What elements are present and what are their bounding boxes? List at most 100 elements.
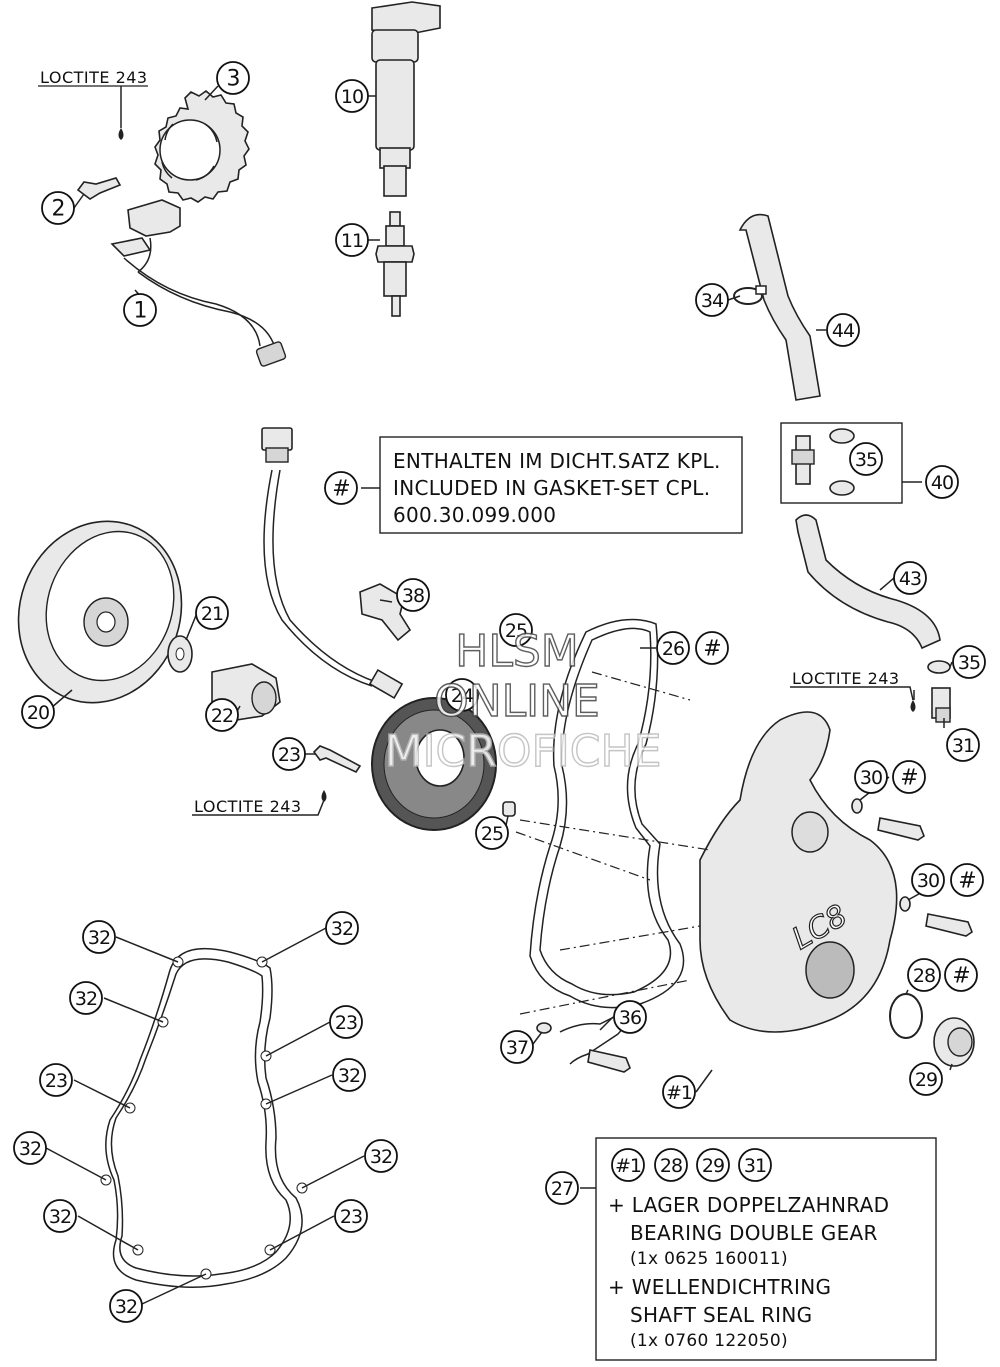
- callout-g32d: 32: [332, 1058, 366, 1092]
- ignition-coil-part-10: [371, 1, 441, 197]
- callout-c11-number: 11: [341, 230, 363, 252]
- cover-bolts-part-30: [851, 798, 973, 937]
- callout-g32b-circle: [325, 911, 359, 945]
- flywheel-rotor-part-20: [17, 520, 183, 704]
- gasket-note-marker-circle: [324, 471, 358, 505]
- callout-c25b-number: 25: [481, 823, 503, 845]
- callout-c10: 10: [335, 79, 369, 113]
- callout-c44: 44: [826, 313, 860, 347]
- loctite-text: LOCTITE 243: [792, 669, 900, 688]
- callout-c25a: 25: [499, 613, 533, 647]
- callout-c30ah: #: [892, 760, 926, 794]
- callout-c24-circle: [445, 678, 479, 712]
- callout-c28h-number: #: [952, 964, 969, 989]
- kit-badge-2-number: 28: [660, 1155, 682, 1177]
- ignition-cover-part-1: LC8: [699, 711, 898, 1033]
- callout-g23a-number: 23: [335, 1012, 357, 1034]
- callout-c10-circle: [335, 79, 369, 113]
- callout-c36-circle: [613, 1000, 647, 1034]
- gasket-set-note: ENTHALTEN IM DICHT.SATZ KPL. INCLUDED IN…: [379, 436, 743, 534]
- stator-cable-part-24: [261, 427, 404, 700]
- callout-c10-number: 10: [341, 86, 363, 108]
- check-valve-box-part-40: [780, 422, 903, 504]
- o-ring-part-28: [889, 993, 923, 1039]
- callout-c36: 36: [613, 1000, 647, 1034]
- callout-c28h-circle: [944, 958, 978, 992]
- callout-c30bh-number: #: [958, 869, 975, 894]
- callout-c20-circle: [21, 695, 55, 729]
- kit-badge-1-number: #1: [615, 1155, 641, 1177]
- callout-cH1: #1: [662, 1075, 696, 1109]
- callout-c30a-number: 30: [860, 767, 882, 789]
- callout-g32d-number: 32: [338, 1065, 360, 1087]
- callout-c30b-circle: [911, 863, 945, 897]
- callout-c31-circle: [946, 728, 980, 762]
- trigger-wheel-part-3: [154, 89, 250, 203]
- callout-c35a-number: 35: [855, 449, 877, 471]
- callout-c35a-circle: [849, 442, 883, 476]
- kit-badge-4: 31: [738, 1148, 772, 1182]
- hose-clamp-part-34: [733, 285, 767, 305]
- spark-plug-part-11: [375, 211, 415, 317]
- callout-c21-circle: [195, 596, 229, 630]
- callout-g32f: 32: [364, 1139, 398, 1173]
- callout-c29: 29: [909, 1062, 943, 1096]
- callout-c36-number: 36: [619, 1007, 641, 1029]
- callout-g32h: 32: [109, 1289, 143, 1323]
- callout-c37-circle: [500, 1030, 534, 1064]
- callout-c44-number: 44: [832, 320, 855, 342]
- callout-g32g-number: 32: [49, 1206, 71, 1228]
- kit-item1-line1: + LAGER DOPPELZAHNRAD: [608, 1193, 889, 1217]
- callout-c1: 1: [123, 293, 157, 327]
- callout-g32h-number: 32: [115, 1296, 137, 1318]
- callout-g23b-number: 23: [45, 1070, 67, 1092]
- callout-c29-number: 29: [915, 1069, 937, 1091]
- callout-c40-number: 40: [931, 472, 953, 494]
- callout-c21: 21: [195, 596, 229, 630]
- callout-c30b: 30: [911, 863, 945, 897]
- callout-c30b-number: 30: [917, 870, 939, 892]
- watermark: HLSM ONLINE MICROFICHE: [384, 625, 662, 777]
- kit-badge-3-number: 29: [702, 1155, 724, 1177]
- callout-c2: 2: [41, 191, 75, 225]
- callout-c23a-circle: [272, 737, 306, 771]
- stator-part-24: [371, 697, 497, 831]
- callout-c3: 3: [216, 61, 250, 95]
- callout-c38-number: 38: [402, 585, 424, 607]
- callout-c30ah-number: #: [900, 766, 917, 791]
- callout-c30a-circle: [854, 760, 888, 794]
- callout-c11: 11: [335, 223, 369, 257]
- callout-g32g: 32: [43, 1199, 77, 1233]
- callout-c26-number: 26: [662, 638, 684, 660]
- callout-c30ah-circle: [892, 760, 926, 794]
- callout-c28-number: 28: [913, 965, 935, 987]
- callout-c3-number: 3: [227, 67, 240, 92]
- cover-gasket-part-26: [529, 618, 685, 1009]
- watermark-line3: MICROFICHE: [385, 726, 662, 777]
- breather-hose-part-44: [738, 213, 821, 401]
- callout-g23a-circle: [329, 1005, 363, 1039]
- callout-c26h-number: #: [703, 637, 720, 662]
- loctite-text: LOCTITE 243: [194, 797, 302, 816]
- callout-c37: 37: [500, 1030, 534, 1064]
- callout-cH1-number: #1: [666, 1082, 692, 1104]
- callout-g32c: 32: [69, 981, 103, 1015]
- large-gasket-part-32: [100, 947, 308, 1288]
- callout-c28h: #: [944, 958, 978, 992]
- kit-badge-4-circle: [738, 1148, 772, 1182]
- loctite-text: LOCTITE 243: [40, 68, 148, 87]
- callout-g32g-circle: [43, 1199, 77, 1233]
- gasket-note-line2: INCLUDED IN GASKET-SET CPL.: [393, 476, 710, 500]
- callout-c31-number: 31: [952, 735, 974, 757]
- kit-badge-2-circle: [654, 1148, 688, 1182]
- callout-g23a: 23: [329, 1005, 363, 1039]
- callout-g23b-circle: [39, 1063, 73, 1097]
- washer-part-21: [167, 635, 193, 673]
- kit-item1-line2: BEARING DOUBLE GEAR: [630, 1221, 878, 1245]
- callout-cH1-circle: [662, 1075, 696, 1109]
- callout-c38: 38: [396, 578, 430, 612]
- callout-c26h-circle: [695, 631, 729, 665]
- seal-and-fitting-parts-35-31: [910, 660, 951, 723]
- kit-item2-line3: (1x 0760 122050): [630, 1331, 788, 1351]
